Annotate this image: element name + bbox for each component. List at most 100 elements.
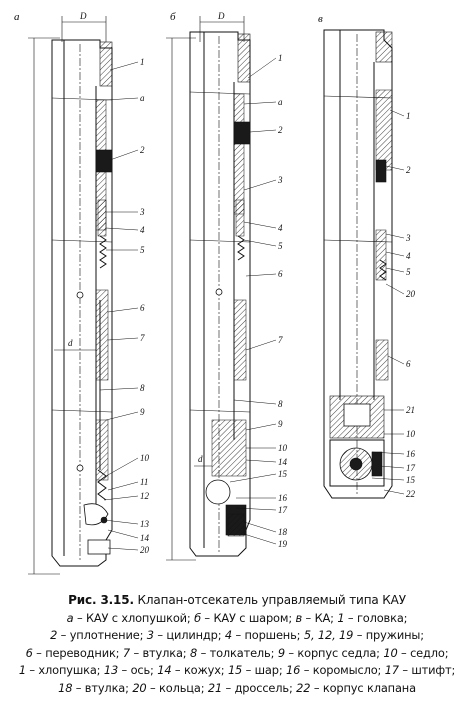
legend-key-15: 15 bbox=[227, 663, 243, 678]
panel-a-spring-5 bbox=[99, 235, 107, 269]
legend-key-5-12-19: 5, 12, 19 bbox=[303, 628, 354, 643]
panel-a-inner-label: d bbox=[68, 338, 73, 348]
legend-text-13: ось; bbox=[130, 663, 154, 678]
panel-b-break-1 bbox=[189, 91, 251, 95]
callout-a-3: 3 bbox=[139, 207, 145, 217]
legend-key-a: а bbox=[66, 610, 74, 625]
panel-a-port-2 bbox=[76, 464, 84, 472]
caption-line-2: 2 – уплотнение; 3 – цилиндр; 4 – поршень… bbox=[50, 628, 424, 643]
callout-b-5: 5 bbox=[278, 241, 283, 251]
panel-b-callouts bbox=[229, 57, 277, 545]
legend-key-8: 8 bbox=[189, 645, 198, 660]
legend-text-16: коромысло; bbox=[312, 663, 382, 678]
panel-b-sleeve-18 bbox=[227, 513, 245, 537]
legend-text-2: уплотнение; bbox=[69, 628, 144, 643]
legend-key-9: 9 bbox=[277, 645, 285, 660]
legend-text-7: втулка; bbox=[142, 645, 187, 660]
callout-c-6: 6 bbox=[406, 359, 411, 369]
legend-text-6: переводник; bbox=[45, 645, 120, 660]
panel-a-head-thread bbox=[99, 41, 113, 87]
panel-b-label: б bbox=[170, 11, 176, 23]
callout-b-4: 4 bbox=[278, 223, 283, 233]
callout-a-7: 7 bbox=[140, 333, 145, 343]
panel-c-head-wall bbox=[375, 89, 393, 171]
caption-title: Клапан-отсекатель управляемый типа КАУ bbox=[137, 593, 406, 607]
callout-b-8: 8 bbox=[278, 399, 283, 409]
legend-key-b: б bbox=[194, 610, 201, 625]
callout-a-11: 11 bbox=[140, 477, 148, 487]
callout-c-5: 5 bbox=[406, 267, 411, 277]
legend-key-6: 6 bbox=[25, 645, 33, 660]
panel-c-valve-body bbox=[329, 439, 385, 487]
panel-a-callouts bbox=[99, 61, 139, 551]
caption-line-1: а – КАУ с хлопушкой; б – КАУ с шаром; в … bbox=[66, 610, 408, 625]
panel-b-drawing: б D d bbox=[166, 11, 288, 561]
callout-b-2: 2 bbox=[278, 125, 283, 135]
panel-a-drawing: а D d bbox=[14, 11, 150, 575]
legend-text-9: корпус седла; bbox=[297, 645, 380, 660]
panel-a-break-2 bbox=[51, 239, 113, 243]
panel-a-port bbox=[76, 291, 84, 299]
legend-text-4: поршень; bbox=[244, 628, 301, 643]
callout-a-14: 14 bbox=[140, 533, 150, 543]
panel-b-callout-numbers: 1 a 2 3 4 5 6 7 8 9 10 14 15 16 17 18 19 bbox=[277, 53, 288, 549]
panel-a-spring-12 bbox=[97, 469, 107, 501]
callout-c-20: 20 bbox=[406, 289, 416, 299]
caption-line-4: 1 – хлопушка; 13 – ось; 14 – кожух; 15 –… bbox=[18, 663, 456, 678]
callout-c-1: 1 bbox=[406, 111, 411, 121]
callout-a-8: 8 bbox=[140, 383, 145, 393]
panel-c-drawing: в bbox=[318, 13, 416, 499]
callout-c-17: 17 bbox=[406, 463, 416, 473]
legend-key-20: 20 bbox=[132, 680, 147, 695]
callout-c-21: 21 bbox=[406, 405, 415, 415]
callout-a-2: 2 bbox=[140, 145, 145, 155]
callout-b-18: 18 bbox=[278, 527, 288, 537]
legend-text-22: корпус клапана bbox=[322, 680, 416, 695]
valve-figure-drawing: а D d bbox=[14, 11, 416, 575]
panel-a-callout-numbers: 1 a 2 3 4 5 6 7 8 9 10 11 12 13 14 20 bbox=[139, 57, 150, 555]
legend-key-16: 16 bbox=[286, 663, 301, 678]
legend-text-18: втулка; bbox=[84, 680, 129, 695]
panel-a-seat-housing bbox=[95, 419, 109, 481]
panel-b-ball bbox=[205, 479, 231, 505]
panel-b-head-thread bbox=[237, 33, 251, 83]
panel-c-callout-numbers: 1 2 3 4 5 20 6 21 10 16 17 15 22 bbox=[405, 111, 416, 499]
caption-line-3: 6 – переводник; 7 – втулка; 8 – толкател… bbox=[25, 645, 449, 660]
panel-c-seal bbox=[375, 159, 387, 183]
callout-b-10: 10 bbox=[278, 443, 288, 453]
panel-b-dimension-label: D bbox=[217, 11, 225, 21]
panel-a-sleeve bbox=[95, 289, 109, 381]
callout-b-17: 17 bbox=[278, 505, 288, 515]
panel-c-label: в bbox=[318, 13, 323, 25]
legend-key-14: 14 bbox=[157, 663, 172, 678]
panel-c-choke-bore bbox=[343, 403, 371, 427]
legend-text-1: головка; bbox=[356, 610, 408, 625]
caption-title-line: Рис. 3.15. Клапан-отсекатель управляемый… bbox=[6, 592, 468, 610]
legend-text-b: КАУ с шаром; bbox=[213, 610, 293, 625]
callout-c-10: 10 bbox=[406, 429, 416, 439]
callout-a-a: a bbox=[140, 93, 145, 103]
legend-text-11: хлопушка; bbox=[38, 663, 101, 678]
panel-a-rings bbox=[87, 539, 111, 555]
panel-c-break-1 bbox=[323, 95, 393, 99]
callout-c-22: 22 bbox=[406, 489, 416, 499]
legend-text-10: седло; bbox=[410, 645, 449, 660]
legend-key-2: 2 bbox=[50, 628, 58, 643]
panel-a-piston bbox=[97, 199, 107, 237]
legend-text-17: штифт; bbox=[411, 663, 456, 678]
panel-b-break-3 bbox=[189, 409, 251, 413]
legend-text-5-12-19: пружины; bbox=[365, 628, 424, 643]
callout-c-16: 16 bbox=[406, 449, 416, 459]
legend-text-c: КА; bbox=[314, 610, 334, 625]
panel-c-pin bbox=[371, 451, 383, 477]
callout-a-10: 10 bbox=[140, 453, 150, 463]
panel-b-inner-label: d bbox=[198, 454, 203, 464]
panel-c-spring bbox=[379, 259, 387, 281]
legend-key-22: 22 bbox=[296, 680, 311, 695]
panel-b-piston bbox=[235, 199, 245, 237]
legend-key-21: 21 bbox=[207, 680, 223, 695]
callout-b-14: 14 bbox=[278, 457, 288, 467]
panel-b-break-2 bbox=[189, 239, 251, 243]
callout-c-15: 15 bbox=[406, 475, 416, 485]
panel-b-seat-housing bbox=[211, 419, 247, 477]
